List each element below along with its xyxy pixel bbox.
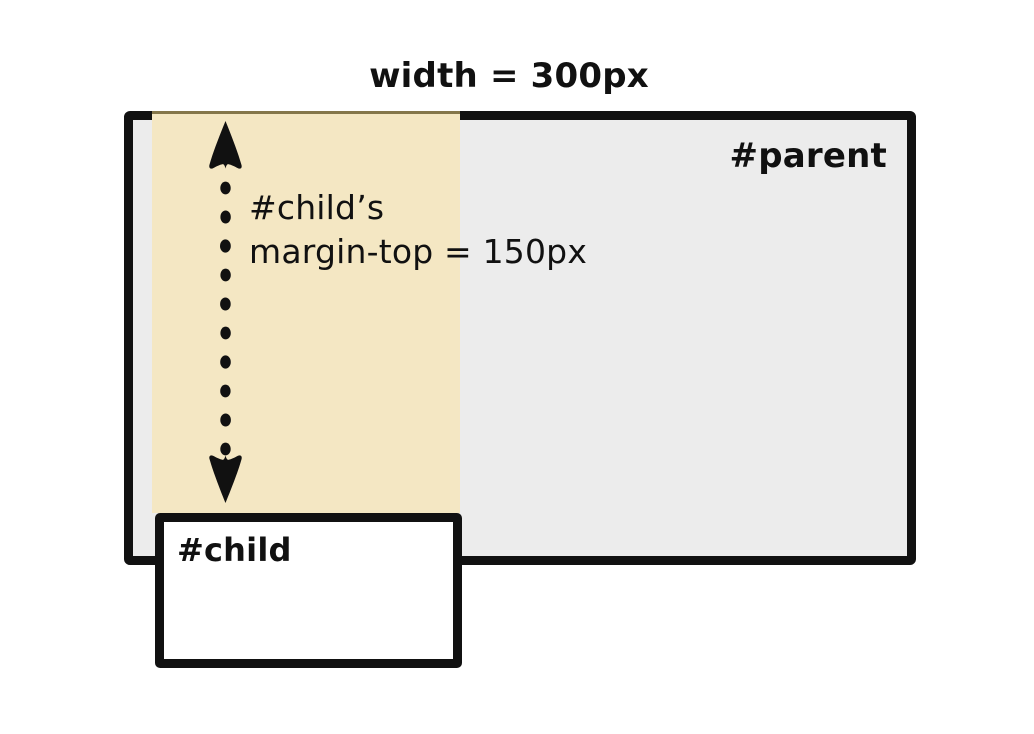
arrowhead-down-icon [209, 455, 242, 503]
width-title-label: width = 300px [0, 56, 1034, 96]
child-box: #child [155, 513, 462, 668]
margin-annotation-line-1: #child’s [249, 188, 385, 227]
arrowhead-up-icon [209, 121, 242, 169]
child-box-label: #child [177, 531, 292, 569]
margin-annotation: #child’s margin-top = 150px [249, 186, 587, 274]
margin-band [152, 114, 460, 513]
margin-annotation-line-2: margin-top = 150px [249, 232, 588, 271]
parent-box-label: #parent [729, 136, 887, 176]
arrow-dotted-shaft [220, 181, 231, 480]
width-title-text: width = 300px [369, 56, 649, 96]
margin-measure-arrow [196, 118, 256, 506]
